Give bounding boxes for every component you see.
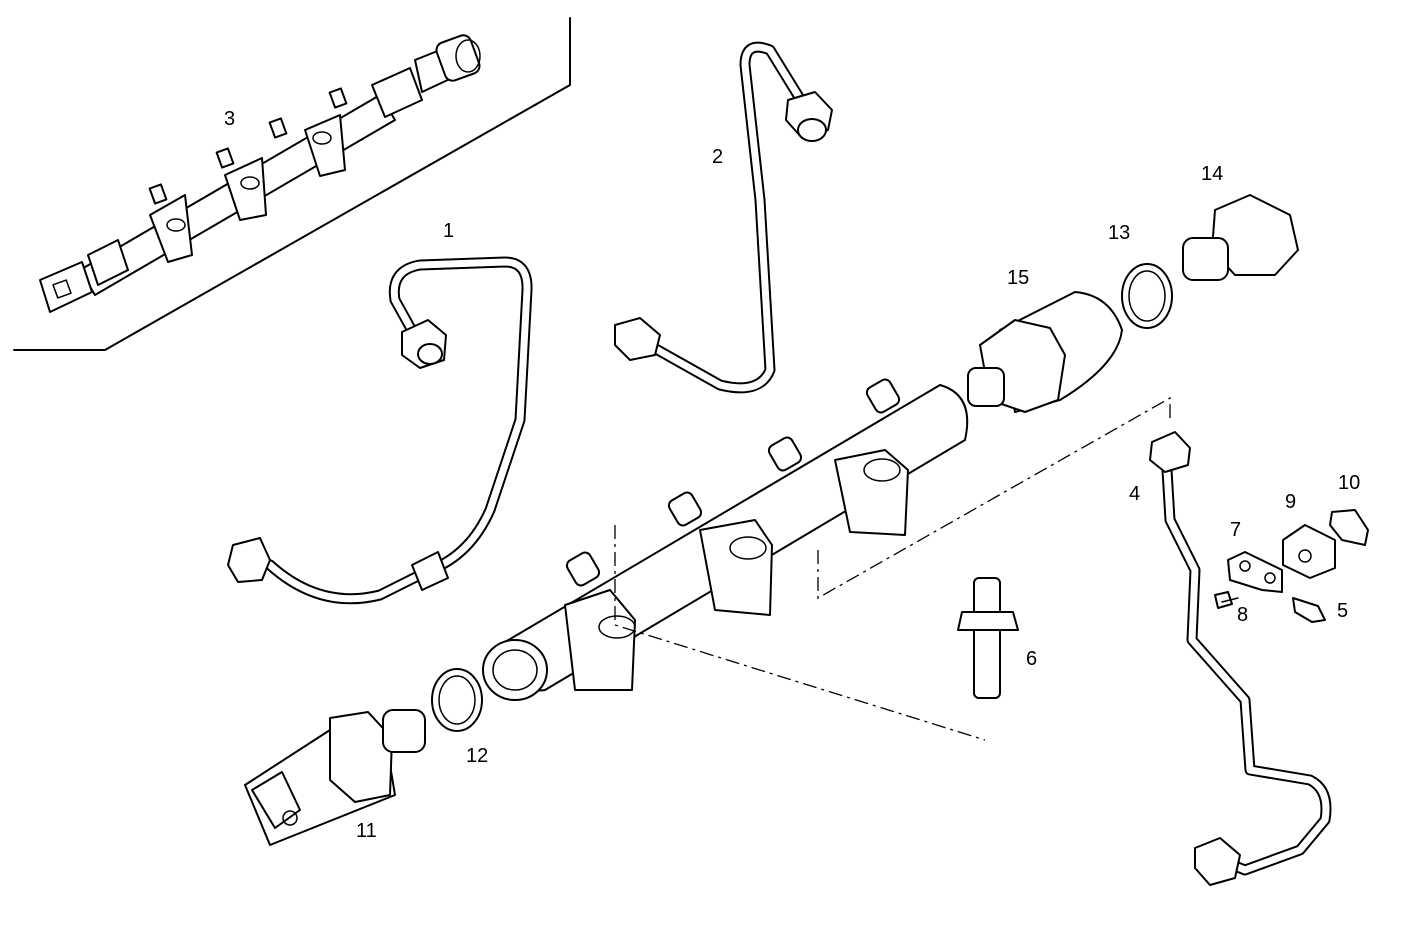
fuel-pipe-1 — [227, 256, 533, 605]
part-11 — [244, 709, 426, 846]
callout-14: 14 — [1201, 163, 1223, 185]
part-14 — [1182, 194, 1299, 281]
callout-5: 5 — [1337, 600, 1348, 622]
callout-1: 1 — [443, 220, 454, 242]
callout-9: 9 — [1285, 491, 1296, 513]
part-10 — [1329, 509, 1369, 546]
callout-3: 3 — [224, 108, 235, 130]
part-12 — [431, 668, 483, 732]
callout-labels: 1 2 3 4 5 6 7 8 9 10 11 12 13 14 15 — [224, 108, 1360, 842]
callout-13: 13 — [1108, 222, 1130, 244]
main-fuel-rail — [482, 378, 969, 701]
part-5 — [1292, 597, 1326, 623]
callout-4: 4 — [1129, 483, 1140, 505]
callout-8: 8 — [1237, 604, 1248, 626]
callout-6: 6 — [1026, 648, 1037, 670]
part-7 — [1227, 551, 1283, 593]
part-15 — [967, 291, 1123, 413]
callout-12: 12 — [466, 745, 488, 767]
callout-7: 7 — [1230, 519, 1241, 541]
part-9 — [1282, 524, 1336, 579]
inset-frame — [13, 17, 571, 351]
fuel-pipe-4 — [1149, 431, 1332, 886]
callout-10: 10 — [1338, 472, 1360, 494]
callout-11: 11 — [356, 820, 377, 842]
part-13 — [1121, 263, 1173, 329]
fuel-pipe-2 — [614, 41, 833, 394]
part-6 — [957, 577, 1019, 699]
callout-15: 15 — [1007, 267, 1029, 289]
assembly-lines — [614, 396, 1171, 741]
part-8 — [1214, 591, 1239, 609]
callout-2: 2 — [712, 146, 723, 168]
assembled-fuel-rail — [39, 34, 481, 313]
